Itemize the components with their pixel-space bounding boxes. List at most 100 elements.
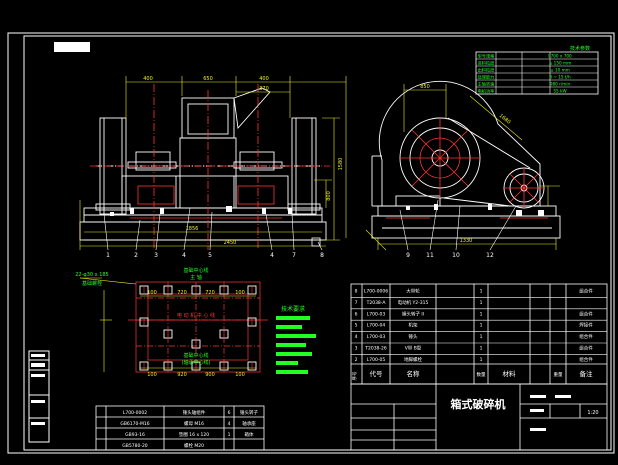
parts-note: 组合件 xyxy=(579,345,593,352)
plan-row-dim-1: 100 xyxy=(147,290,157,296)
front-view-dim-text: 400 650 400 370 1856 2450 800 1580 xyxy=(143,76,344,246)
parts-name: 电动机 Y2-315 xyxy=(398,299,429,306)
plan-label-top: 基础中心线 xyxy=(183,267,208,274)
parts-no: 7 xyxy=(355,300,358,306)
tech-row-value: 55 kW xyxy=(553,89,566,94)
bottom-name: 锤头轴组件 xyxy=(183,409,206,416)
header-name: 名称 xyxy=(407,369,421,378)
bottom-name2: 箱体 xyxy=(245,431,254,438)
notes-title: 技术要求 xyxy=(281,305,305,313)
front-view-dimensions xyxy=(79,76,347,250)
parts-note: 组合件 xyxy=(579,333,593,340)
tech-row-label: 进料粒度 xyxy=(478,60,496,67)
parts-qty: 1 xyxy=(480,300,483,306)
dim-mid: 370 xyxy=(259,86,269,92)
frame-side-marks xyxy=(31,354,45,425)
tech-row-value: L700 x 700 xyxy=(548,54,572,59)
parts-code: L700-05 xyxy=(367,357,386,363)
plan-bot-dim-2: 920 xyxy=(177,372,187,378)
plan-bolt-label2: 基础螺栓 xyxy=(82,280,102,287)
parts-row: 3 T2038-26 V带 B型 1 组合件 xyxy=(355,345,594,352)
plan-bot-dim-3: 900 xyxy=(205,372,215,378)
front-balloon: 3 xyxy=(154,252,158,259)
side-balloon: 10 xyxy=(452,252,460,259)
side-balloon: 12 xyxy=(486,252,494,259)
parts-qty: 1 xyxy=(480,334,483,340)
tech-row-value: 8 ~ 15 t/h xyxy=(549,75,571,80)
side-balloon: 11 xyxy=(426,252,434,259)
header-weight: 重量 xyxy=(554,371,563,378)
bottom-name: 螺母 M16 xyxy=(184,420,204,427)
parts-list-header: 序号 代号 名称 数量 材料 重量 备注 xyxy=(351,369,593,381)
notes-line xyxy=(276,343,306,347)
parts-qty: 1 xyxy=(480,346,483,352)
bottom-list-table xyxy=(95,405,265,451)
parts-name: 锤头 xyxy=(409,333,418,340)
floor-marker xyxy=(311,237,321,247)
parts-qty: 1 xyxy=(480,323,483,329)
side-view-balloons: 9 11 10 12 xyxy=(406,252,494,259)
plan-label-mid: 电 动 机 中 心 线 xyxy=(177,312,215,319)
header-code: 代号 xyxy=(370,369,384,378)
plan-bolt-label: 22-φ30 x 185 xyxy=(75,272,109,278)
bottom-name: 垫圈 16 x 120 xyxy=(179,431,209,438)
notes-line xyxy=(276,316,310,320)
drawing-title: 箱式破碎机 xyxy=(451,397,506,411)
parts-no: 6 xyxy=(355,311,358,317)
side-balloon: 9 xyxy=(406,252,410,259)
drawing-scale: 1:20 xyxy=(587,410,598,416)
plan-row-dim-4: 100 xyxy=(235,290,245,296)
plan-bot-dim-4: 100 xyxy=(235,372,245,378)
bottom-no: 6 xyxy=(228,410,231,416)
front-balloon: 4 xyxy=(182,252,186,259)
dim-overall: 1856 xyxy=(186,226,199,232)
side-view-dimensions xyxy=(365,84,560,251)
parts-code: L700-03 xyxy=(367,311,386,317)
front-view xyxy=(79,87,327,241)
notes-line xyxy=(276,370,308,374)
bottom-code: GB5780-20 xyxy=(122,443,148,449)
dim-side-width: 1330 xyxy=(460,238,473,244)
dim-side-top: 850 xyxy=(420,84,430,90)
tech-row-label: 电机功率 xyxy=(478,88,495,95)
parts-qty: 1 xyxy=(480,357,483,363)
front-balloon: 7 xyxy=(292,252,296,259)
parts-no: 8 xyxy=(355,289,358,295)
parts-name: V带 B型 xyxy=(405,345,422,352)
parts-list-table xyxy=(350,283,608,451)
notes-line xyxy=(276,352,312,356)
tech-row-label: 主轴转速 xyxy=(478,81,496,88)
plan-label-bot: 基础中心线 xyxy=(183,352,208,359)
tech-row-label: 型号规格 xyxy=(478,53,496,60)
header-remark: 备注 xyxy=(580,369,594,378)
bottom-name: 螺栓 M20 xyxy=(184,442,204,449)
front-balloon: 8 xyxy=(320,252,324,259)
parts-code: T2038-26 xyxy=(364,346,387,352)
header-number: 序号 xyxy=(351,371,358,380)
parts-no: 2 xyxy=(355,357,358,363)
foundation-plan xyxy=(79,277,268,373)
bottom-code: GB6170-M16 xyxy=(120,421,149,427)
plan-label-bot2: (轴承中心线) xyxy=(182,359,211,366)
plan-label-top2: 主 轴 xyxy=(190,274,202,281)
side-view-details xyxy=(386,118,548,219)
header-material: 材料 xyxy=(503,369,517,378)
parts-name: 地脚螺栓 xyxy=(404,356,422,363)
bottom-code: GB93-16 xyxy=(125,432,145,438)
parts-name: 锤头转子 II xyxy=(402,310,424,317)
parts-note: 组合件 xyxy=(579,310,593,317)
side-view-leaders xyxy=(399,199,517,251)
parts-no: 3 xyxy=(355,346,358,352)
front-balloon: 4 xyxy=(270,252,274,259)
bottom-name2: 锤头转子 xyxy=(240,409,258,416)
dim-overall-b: 2450 xyxy=(224,240,237,246)
